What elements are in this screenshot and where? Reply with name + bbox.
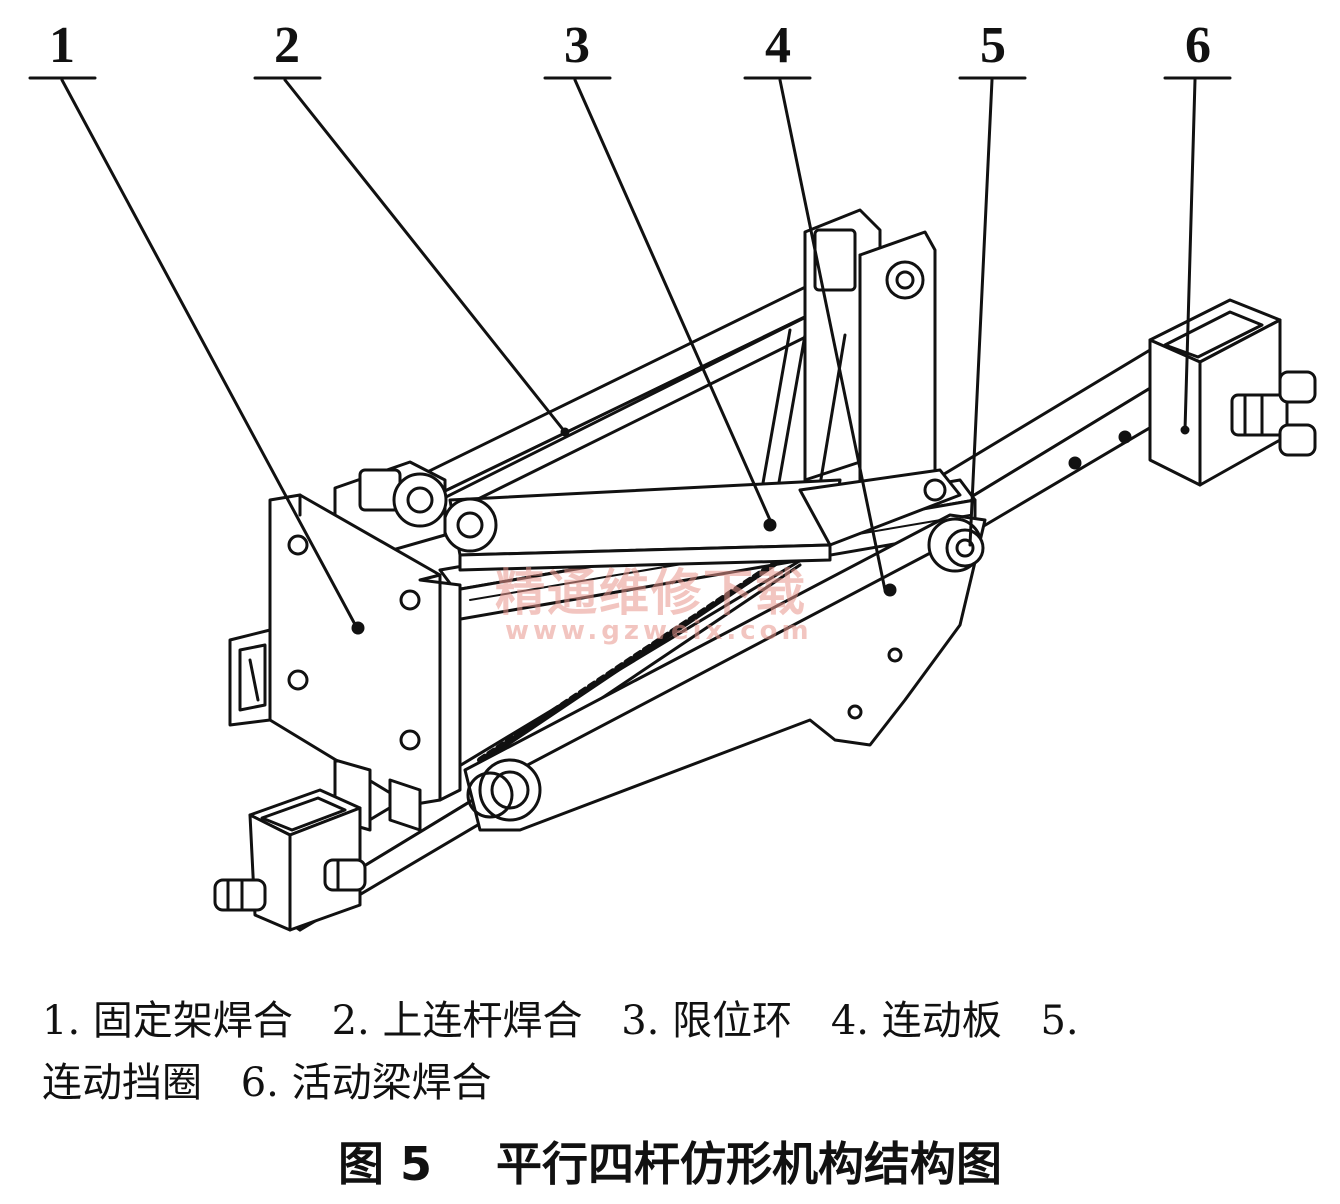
callout-4: 4 <box>765 17 791 74</box>
callout-5: 5 <box>980 17 1006 74</box>
legend-item-5-label: 连动挡圈 <box>42 1060 202 1106</box>
callout-leaders <box>28 76 1232 635</box>
legend-item-6: 6. 活动梁焊合 <box>241 1060 492 1106</box>
fixed-frame <box>228 460 462 832</box>
figure-title: 平行四杆仿形机构结构图 <box>496 1137 1003 1191</box>
legend-label: 上连杆焊合 <box>382 998 583 1044</box>
legend-number: 4. <box>830 998 869 1044</box>
linkage-plate <box>463 513 987 832</box>
legend-label: 连动板 <box>881 998 1002 1044</box>
legend-number: 3. <box>621 998 660 1044</box>
mechanism-figure: 1 2 3 4 5 6 精通维修下载 www.gzweix.com <box>28 17 1317 932</box>
figure-number: 图 5 <box>337 1137 432 1191</box>
callout-2: 2 <box>274 17 300 74</box>
legend-item-2: 2. 上连杆焊合 <box>332 998 583 1044</box>
legend-item-1: 1. 固定架焊合 <box>42 998 293 1044</box>
rear-bracket <box>758 208 937 517</box>
legend-label: 限位环 <box>672 998 793 1044</box>
watermark-url: www.gzweix.com <box>505 616 813 646</box>
bolt-left <box>213 858 367 912</box>
parts-legend: 1. 固定架焊合 2. 上连杆焊合 3. 限位环 4. 连动板 5. 连动挡圈 … <box>42 990 1312 1114</box>
front-clamp <box>213 788 367 932</box>
legend-number: 5. <box>1040 998 1079 1044</box>
bolt-right <box>1230 370 1317 457</box>
figure-caption: 图 5 平行四杆仿形机构结构图 <box>0 1128 1340 1194</box>
legend-item-4: 4. 连动板 <box>831 998 1002 1044</box>
legend-label: 固定架焊合 <box>92 998 293 1044</box>
callout-3: 3 <box>564 17 590 74</box>
limit-ring <box>442 468 962 572</box>
legend-number: 6. <box>240 1060 279 1106</box>
legend-number: 1. <box>42 998 81 1044</box>
legend-label: 活动梁焊合 <box>291 1060 492 1106</box>
watermark-text: 精通维修下载 <box>495 564 807 622</box>
legend-item-3: 3. 限位环 <box>621 998 792 1044</box>
callout-6: 6 <box>1185 17 1211 74</box>
mechanism-drawing <box>28 76 1317 932</box>
callout-1: 1 <box>49 17 75 74</box>
legend-number: 2. <box>331 998 370 1044</box>
